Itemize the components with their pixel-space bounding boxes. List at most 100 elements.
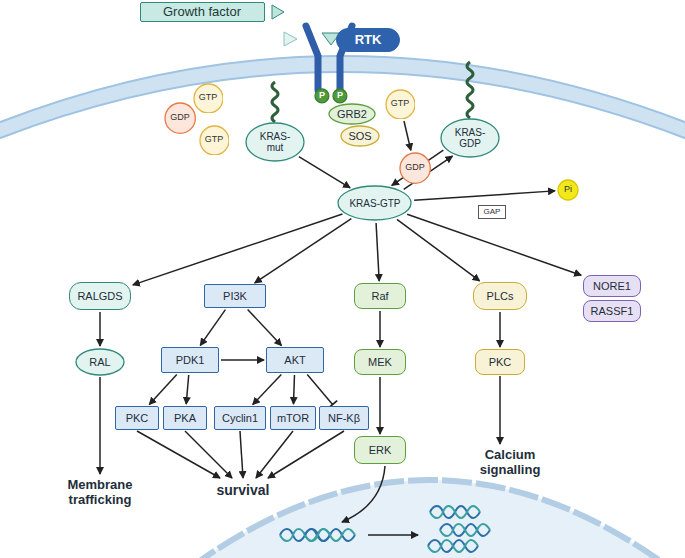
node-label: KRAS- mut — [255, 131, 295, 153]
node-label: NORE1 — [593, 280, 631, 292]
node-label: Pi — [564, 185, 572, 195]
node-label: RALGDS — [77, 290, 122, 302]
node-label: GRB2 — [337, 108, 367, 120]
arrow-connector — [133, 214, 343, 285]
arrow — [368, 534, 418, 536]
ellipse-node: Pi — [557, 179, 579, 201]
arrow-connector — [397, 219, 480, 280]
process-box: PKA — [163, 406, 207, 430]
process-box: PI3K — [204, 284, 266, 308]
node-label: P — [337, 91, 343, 101]
node-label: GTP — [391, 99, 410, 109]
ellipse-node: P — [314, 88, 330, 104]
process-box: PKC — [475, 349, 525, 375]
arrow — [256, 431, 293, 478]
node-label: Raf — [371, 290, 388, 302]
node-label: GAP — [484, 208, 501, 217]
arrow-connector — [414, 191, 555, 200]
arrow-connector — [186, 375, 189, 404]
node-label: MEK — [368, 356, 392, 368]
arrow-connector — [407, 214, 581, 275]
ellipse-node: KRAS- GDP — [440, 118, 500, 158]
process-box: Raf — [354, 283, 406, 309]
arrow-connector — [149, 374, 176, 404]
ellipse-node: GDP — [399, 152, 431, 184]
arrow — [342, 466, 385, 522]
arrow-connector — [221, 359, 264, 361]
label-text: Membrane trafficking — [67, 477, 132, 507]
process-box: RALGDS — [69, 282, 131, 310]
ellipse-node: KRAS- mut — [245, 122, 305, 162]
arrow — [99, 377, 101, 474]
node-label: AKT — [284, 354, 305, 366]
arrow-connector — [499, 312, 501, 347]
ellipse-node: GDP — [164, 102, 196, 134]
arrow — [185, 431, 232, 478]
node-label: KRAS- GDP — [450, 127, 490, 149]
ellipse-node: GRB2 — [328, 103, 376, 125]
arrow-connector — [293, 375, 294, 404]
label-text: Calcium signalling — [480, 447, 541, 477]
arrow-connector — [200, 310, 225, 346]
ellipse-node: GTP — [193, 83, 224, 114]
dna — [428, 540, 478, 552]
node-label: NF-Kβ — [328, 412, 360, 424]
arrow — [268, 431, 344, 478]
node-label: GDP — [170, 113, 190, 123]
ellipse-node: RAL — [75, 348, 125, 376]
node-label: RASSF1 — [591, 305, 634, 317]
node-label: PKC — [126, 412, 149, 424]
node-label: RAL — [89, 356, 110, 368]
ellipse-node: GTP — [199, 125, 230, 156]
process-box: mTOR — [270, 406, 316, 430]
annotation-label: Membrane trafficking — [45, 478, 155, 508]
node-label: KRAS-GTP — [349, 198, 400, 209]
ellipse-node: P — [332, 88, 348, 104]
process-box: PDK1 — [161, 347, 219, 373]
arrow-connector — [379, 377, 381, 434]
node-label: GTP — [199, 93, 218, 103]
process-box: ERK — [354, 436, 406, 464]
process-box: NORE1 — [583, 275, 641, 297]
ellipse-node: SOS — [340, 125, 380, 147]
node-label: RTK — [355, 33, 382, 47]
node-label: GDP — [405, 163, 425, 173]
annotation-label: survival — [198, 482, 288, 498]
arrow-connector — [379, 311, 381, 347]
process-box: RASSF1 — [583, 300, 641, 322]
dna — [430, 506, 480, 518]
inhibition-connector — [307, 375, 332, 405]
ellipse-node: GTP — [385, 89, 416, 120]
node-label: PI3K — [223, 290, 247, 302]
arrow-connector — [99, 312, 101, 346]
node-label: PKC — [489, 356, 512, 368]
ellipse-node: KRAS-GTP — [337, 185, 412, 221]
process-box: PLCs — [473, 282, 527, 310]
arrow-connector — [255, 219, 352, 283]
nucleus — [190, 480, 670, 558]
annotation-label: Calcium signalling — [460, 448, 560, 478]
node-label: P — [319, 91, 325, 101]
ligand — [284, 32, 297, 46]
arrow-connector — [253, 374, 282, 404]
node-label: PLCs — [487, 290, 514, 302]
process-box: RTK — [336, 28, 400, 52]
process-box: AKT — [266, 347, 324, 373]
lipid-anchor — [272, 82, 278, 122]
process-box: Growth factor — [140, 2, 265, 22]
node-label: SOS — [348, 130, 371, 142]
arrow-connector — [248, 309, 282, 345]
arrow-connector — [299, 157, 350, 188]
process-box: MEK — [354, 349, 406, 375]
node-label: ERK — [369, 444, 392, 456]
node-label: GTP — [205, 135, 224, 145]
node-label: Cyclin1 — [222, 412, 258, 424]
dna — [305, 529, 355, 541]
label-text: survival — [217, 482, 270, 498]
arrow — [499, 376, 501, 444]
process-box: Cyclin1 — [214, 406, 266, 430]
node-label: mTOR — [277, 412, 309, 424]
